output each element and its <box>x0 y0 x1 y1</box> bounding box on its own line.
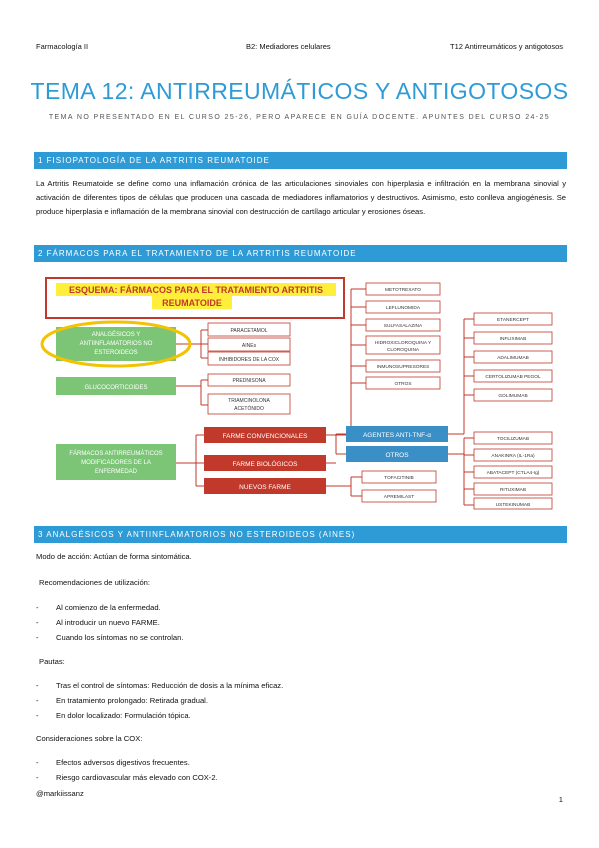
header-block: B2: Mediadores celulares <box>246 42 331 51</box>
pautas-label: Pautas: <box>39 657 65 666</box>
page-subtitle: TEMA NO PRESENTADO EN EL CURSO 25-26, PE… <box>48 114 551 121</box>
nuevos-farme-box <box>204 478 326 494</box>
drug-triamcinolona-l2: ACETÓNIDO <box>234 405 264 412</box>
aines-group-l3: ESTEROIDEOS <box>94 350 137 356</box>
nuevos-farme-label: NUEVOS FARME <box>239 484 291 491</box>
aines-highlight <box>40 320 192 368</box>
gluco-group-box <box>56 377 176 395</box>
drug-golimumab: GOLIMUMAB <box>498 393 527 399</box>
drug-aines: AINEs <box>242 343 257 349</box>
drug-triamcinolona-l1: TRIAMCINOLONA <box>228 398 270 404</box>
farme-bio-box <box>204 455 326 471</box>
section-2-heading: 2 FÁRMACOS PARA EL TRATAMIENTO DE LA ART… <box>34 245 567 262</box>
farme-conv-box <box>204 427 326 443</box>
drug-rituximab: RITUXIMAB <box>500 487 526 493</box>
list-item: -Cuando los síntomas no se controlan. <box>36 633 184 642</box>
list-item: -En dolor localizado: Formulación tópica… <box>36 711 191 720</box>
drug-hidroxicloroquina-l2: CLOROQUINA <box>387 347 420 353</box>
farme-bio-label: FARME BIOLÓGICOS <box>232 459 298 468</box>
header-subject: Farmacología II <box>36 42 89 51</box>
fame-group-l1: FÁRMACOS ANTIRREUMÁTICOS <box>69 450 162 457</box>
list-item: -Al introducir un nuevo FARME. <box>36 618 160 627</box>
header-topic: T12 Antirreumáticos y antigotosos <box>450 42 563 51</box>
footer-author: @markiissanz <box>36 789 84 798</box>
list-item: -Al comienzo de la enfermedad. <box>36 603 161 612</box>
drug-etanercept: ETANERCEPT <box>497 317 529 323</box>
otros-bio-box <box>346 446 448 462</box>
recomendaciones-label: Recomendaciones de utilización: <box>39 578 151 587</box>
drug-sulfasalazina: SULFASALAZINA <box>384 323 423 329</box>
drug-tofacitinib: TOFACITINIB <box>384 475 414 481</box>
list-item: -Tras el control de síntomas: Reducción … <box>36 681 284 690</box>
drug-infliximab: INFLIXIMAB <box>500 336 527 342</box>
drug-otros-conv: OTROS <box>394 381 411 387</box>
drug-tocilizumab: TOCILIZUMAB <box>497 436 529 442</box>
drug-adalimumab: ADALIMUMAB <box>497 355 529 361</box>
drug-leflunomida: LEFLUNOMIDA <box>386 305 421 311</box>
drug-prednisona: PREDNISONA <box>232 378 266 384</box>
drug-apremilast: APREMILAST <box>384 494 414 500</box>
section-3-heading: 3 ANALGÉSICOS Y ANTIINFLAMATORIOS NO EST… <box>34 526 567 543</box>
treatment-diagram: ESQUEMA: FÁRMACOS PARA EL TRATAMIENTO AR… <box>36 272 564 510</box>
drug-cox-inhibitors: INHIBIDORES DE LA COX <box>219 357 280 363</box>
gluco-group-label: GLUCOCORTICOIDES <box>85 385 148 391</box>
aines-group-l1: ANALGÉSICOS Y <box>92 331 141 338</box>
anti-tnf-label: AGENTES ANTI-TNF-α <box>363 432 431 439</box>
drug-anakinra: ANAKINRA (IL-1Ra) <box>491 453 535 459</box>
fame-group-l2: MODIFICADORES DE LA <box>81 460 151 466</box>
modo-de-accion: Modo de acción: Actúan de forma sintomát… <box>36 552 192 561</box>
aines-group-box <box>56 327 176 361</box>
page-title: TEMA 12: ANTIRREUMÁTICOS Y ANTIGOTOSOS <box>30 78 569 104</box>
list-item: -Efectos adversos digestivos frecuentes. <box>36 758 190 767</box>
diagram-title-line1: ESQUEMA: FÁRMACOS PARA EL TRATAMIENTO AR… <box>69 285 323 295</box>
list-item: -En tratamiento prolongado: Retirada gra… <box>36 696 208 705</box>
drug-metotrexato: METOTREXATO <box>385 287 421 293</box>
anti-tnf-box <box>346 426 448 442</box>
drug-paracetamol: PARACETAMOL <box>230 328 267 334</box>
list-item: -Riesgo cardiovascular más elevado con C… <box>36 773 218 782</box>
aines-group-l2: ANTIINFLAMATORIOS NO <box>80 341 153 347</box>
fame-group-l3: ENFERMEDAD <box>95 469 138 475</box>
drug-abatacept: ABATACEPT (CTLA4-Ig) <box>487 470 540 476</box>
diagram-title-line2: REUMATOIDE <box>162 298 222 308</box>
section-1-paragraph: La Artritis Reumatoide se define como un… <box>36 179 566 216</box>
cox-label: Consideraciones sobre la COX: <box>36 734 143 743</box>
drug-inmunosupresores: INMUNOSUPRESORES <box>377 364 430 370</box>
drug-certolizumab: CERTOLIZUMAB PEGOL <box>485 374 541 380</box>
drug-ustekinumab: USTEKINUMAB <box>496 502 531 508</box>
drug-hidroxicloroquina-l1: HIDROXICLOROQUINA Y <box>375 340 432 346</box>
section-1-heading: 1 FISIOPATOLOGÍA DE LA ARTRITIS REUMATOI… <box>34 152 567 169</box>
otros-bio-label: OTROS <box>385 452 409 459</box>
fame-group-box <box>56 444 176 480</box>
page-number: 1 <box>558 795 563 804</box>
farme-conv-label: FARME CONVENCIONALES <box>223 433 309 440</box>
